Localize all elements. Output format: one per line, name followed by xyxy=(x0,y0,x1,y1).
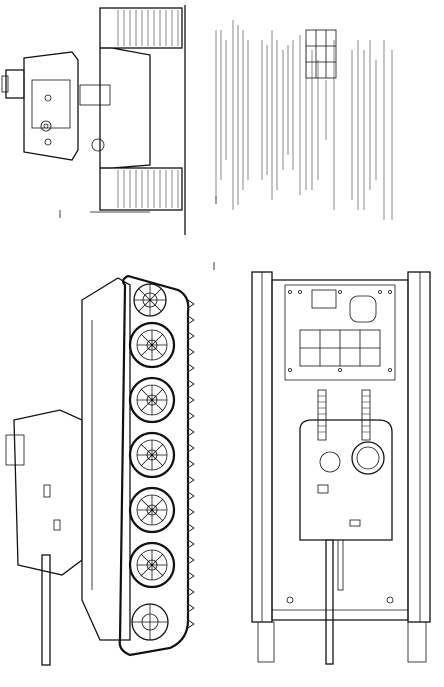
periscope xyxy=(317,484,329,494)
louver-strips xyxy=(317,389,371,441)
exhaust-cover-left xyxy=(311,289,337,309)
road-wheel xyxy=(128,486,176,534)
notes-table-grid xyxy=(306,30,336,78)
gun-bore-inner xyxy=(43,123,49,129)
coax-port xyxy=(44,94,52,102)
right-fender-front xyxy=(407,621,427,663)
front-view xyxy=(1,5,186,235)
side-view xyxy=(5,274,195,666)
right-track xyxy=(99,167,183,211)
notes-table xyxy=(305,29,337,79)
driver-hatch xyxy=(79,84,111,106)
idler-wheel xyxy=(131,603,169,641)
main-gun-barrel xyxy=(41,554,51,666)
rivet-row xyxy=(288,290,392,372)
hull-front xyxy=(99,47,151,169)
hull-deck xyxy=(271,279,409,621)
right-fender xyxy=(407,271,431,623)
loader-hatch xyxy=(319,451,341,473)
cupola-ring xyxy=(356,446,380,470)
road-wheel xyxy=(128,431,176,479)
notes-panel xyxy=(215,20,393,220)
road-wheel xyxy=(128,541,176,589)
coax-barrel xyxy=(337,539,344,591)
cooling-grille xyxy=(299,329,381,367)
vision-block xyxy=(53,519,61,531)
cupola-top xyxy=(1,75,9,93)
road-wheel xyxy=(128,376,176,424)
mg-ball-mount xyxy=(91,138,105,152)
top-view xyxy=(251,271,431,665)
turret-front xyxy=(23,51,79,161)
main-gun-top xyxy=(325,539,334,665)
front-bolt xyxy=(386,596,394,604)
turret-roof xyxy=(299,419,393,541)
track-links-bottom xyxy=(117,170,179,208)
track-links-top xyxy=(117,10,179,46)
turret-hatch xyxy=(43,484,51,498)
road-wheel xyxy=(128,321,176,369)
vent xyxy=(349,519,361,527)
left-fender-front xyxy=(257,621,275,663)
commander-cupola xyxy=(351,441,385,475)
drive-sprocket xyxy=(133,283,167,317)
cupola-side xyxy=(5,434,25,466)
track-teeth xyxy=(187,299,195,629)
notes-text-lines xyxy=(215,20,393,220)
gun-mantlet xyxy=(31,79,71,129)
cupola xyxy=(5,69,25,99)
left-track xyxy=(99,7,183,49)
front-bolt xyxy=(286,596,294,604)
sight-port xyxy=(44,138,52,146)
engine-deck xyxy=(284,284,396,381)
hull-side xyxy=(81,277,131,641)
gun-bore xyxy=(40,120,52,132)
inspection-hatch xyxy=(349,295,377,323)
